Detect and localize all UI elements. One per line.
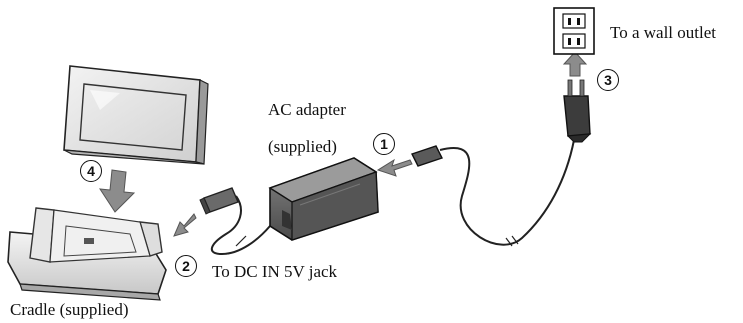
wall-outlet-label: To a wall outlet	[610, 23, 716, 42]
arrow-step-1	[376, 158, 413, 177]
arrow-step-4	[99, 169, 136, 213]
arrow-step-2	[173, 213, 197, 237]
step-3-badge: 3	[597, 69, 619, 91]
ac-cord	[411, 139, 575, 247]
ac-adapter-label: AC adapter	[268, 100, 346, 119]
wall-outlet	[553, 7, 595, 55]
wall-plug	[563, 79, 592, 143]
portable-device	[63, 65, 209, 165]
dc-plug	[199, 187, 271, 256]
cradle-label: Cradle (supplied)	[10, 300, 129, 319]
step-4-badge: 4	[80, 160, 102, 182]
step-2-badge: 2	[175, 255, 197, 277]
step-1-badge: 1	[373, 133, 395, 155]
ac-adapter-supplied-label: (supplied)	[268, 137, 337, 156]
ac-adapter	[268, 157, 379, 241]
arrow-step-3	[562, 51, 588, 77]
cradle	[7, 207, 167, 301]
dc-in-jack-label: To DC IN 5V jack	[212, 262, 338, 281]
